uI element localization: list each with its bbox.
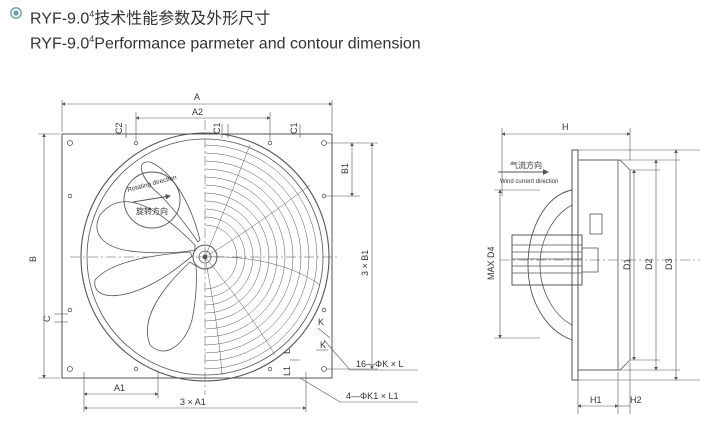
rotation-indicator: [123, 171, 181, 229]
label-h: H: [562, 122, 569, 132]
hole-spec-1: 16—ΦK × L: [356, 359, 403, 369]
title-chinese: RYF-9.04技术性能参数及外形尺寸: [30, 9, 271, 28]
wind-en-label: Wind current direction: [500, 179, 558, 185]
title-block: RYF-9.04技术性能参数及外形尺寸 RYF-9.04Performance …: [8, 4, 421, 55]
label-h1: H1: [590, 395, 602, 405]
label-b1: B1: [340, 163, 350, 174]
label-d2: D2: [644, 258, 654, 270]
side-view: [498, 149, 700, 381]
label-k-lower: K: [320, 340, 326, 350]
title-english: RYF-9.04Performance parmeter and contour…: [30, 34, 421, 53]
label-k: K: [318, 317, 324, 327]
label-c2: C2: [114, 122, 124, 134]
fan-hub: [192, 244, 218, 270]
label-c-left: C: [42, 315, 52, 322]
label-l1: L1: [282, 366, 292, 376]
side-dimensions: [494, 128, 700, 414]
label-a: A: [194, 92, 200, 102]
mounting-plate: [61, 133, 333, 379]
front-dimensions: [38, 100, 418, 412]
label-3xb1: 3 × B1: [360, 250, 370, 276]
label-d3: D3: [664, 258, 674, 270]
label-c1: C1: [212, 122, 222, 134]
rotation-cn-label: 旋转方向: [136, 206, 168, 216]
hole-spec-2: 4—ΦK1 × L1: [346, 391, 398, 401]
wire-guard: [205, 144, 321, 376]
side-labels: H MAX D4 D1 D2 D3 H1 H2 气流方向 Wind curren…: [486, 122, 674, 405]
wind-cn-label: 气流方向: [510, 160, 542, 170]
label-l: L: [282, 349, 292, 354]
label-max-d4: MAX D4: [486, 246, 496, 280]
bullet-icon: [10, 7, 22, 19]
label-a1: A1: [114, 383, 125, 393]
fan-blades: [94, 161, 201, 352]
label-b: B: [28, 256, 38, 262]
label-3xa1: 3 × A1: [180, 397, 206, 407]
front-view: [61, 120, 340, 395]
label-d1: D1: [622, 258, 632, 270]
label-c1-right: C1: [289, 122, 299, 134]
label-h2: H2: [630, 395, 642, 405]
label-a2: A2: [192, 107, 203, 117]
